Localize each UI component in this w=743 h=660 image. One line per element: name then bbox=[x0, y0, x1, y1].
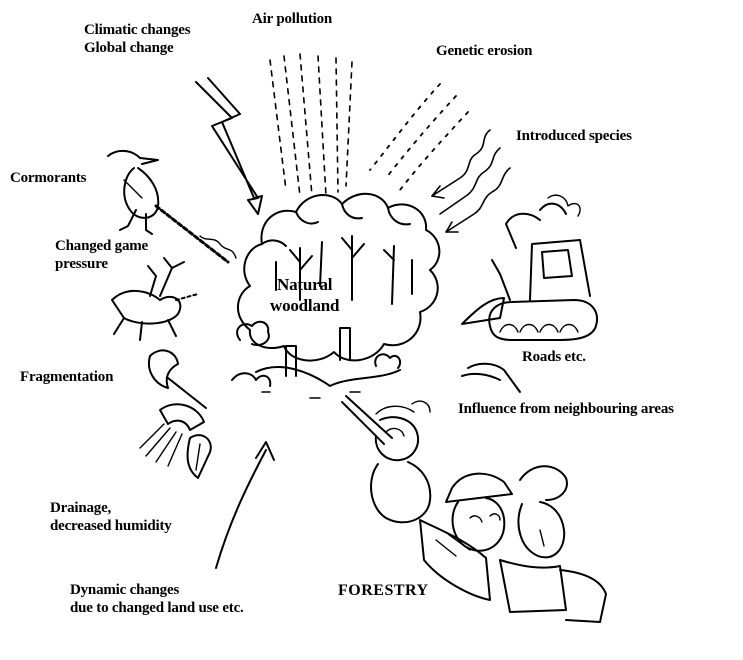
genetic-erosion-label: Genetic erosion bbox=[436, 42, 532, 60]
changed-game-line1: Changed game bbox=[55, 237, 148, 255]
air-pollution-label: Air pollution bbox=[252, 10, 332, 28]
dynamic-changes-label: Dynamic changes due to changed land use … bbox=[70, 581, 244, 617]
cormorant-drawing bbox=[108, 151, 158, 234]
changed-game-line2: pressure bbox=[55, 255, 148, 273]
changed-game-pressure-label: Changed game pressure bbox=[55, 237, 148, 273]
air-pollution-lines bbox=[270, 54, 352, 196]
climatic-changes-label: Climatic changes Global change bbox=[84, 21, 190, 57]
neighbouring-areas-label: Influence from neighbouring areas bbox=[458, 400, 674, 418]
climatic-changes-line1: Climatic changes bbox=[84, 21, 190, 39]
introduced-species-label: Introduced species bbox=[516, 127, 632, 145]
neighbouring-influence-symbol bbox=[462, 364, 520, 392]
natural-woodland-line2: woodland bbox=[270, 295, 339, 316]
bulldozer-drawing bbox=[462, 195, 597, 340]
drainage-drawing bbox=[140, 404, 211, 478]
chainsaw-worker-drawing bbox=[342, 396, 430, 522]
forestry-label: FORESTRY bbox=[338, 582, 429, 600]
cormorants-label: Cormorants bbox=[10, 169, 86, 187]
dynamic-changes-line2: due to changed land use etc. bbox=[70, 599, 244, 617]
axe-drawing bbox=[149, 350, 206, 408]
drainage-line2: decreased humidity bbox=[50, 517, 172, 535]
climatic-changes-line2: Global change bbox=[84, 39, 190, 57]
fragmentation-label: Fragmentation bbox=[20, 368, 113, 386]
natural-woodland-label: Natural woodland bbox=[270, 274, 339, 316]
genetic-erosion-lines bbox=[370, 84, 468, 190]
lightning-arrow-icon bbox=[196, 78, 262, 214]
cormorant-arrow bbox=[156, 206, 228, 262]
forestry-officials-drawing bbox=[420, 466, 606, 622]
drainage-label: Drainage, decreased humidity bbox=[50, 499, 172, 535]
introduced-species-arrows bbox=[432, 130, 510, 232]
drainage-line1: Drainage, bbox=[50, 499, 172, 517]
roads-label: Roads etc. bbox=[522, 348, 586, 366]
natural-woodland-line1: Natural bbox=[270, 274, 339, 295]
dynamic-changes-arrow bbox=[216, 442, 274, 568]
dynamic-changes-line1: Dynamic changes bbox=[70, 581, 244, 599]
